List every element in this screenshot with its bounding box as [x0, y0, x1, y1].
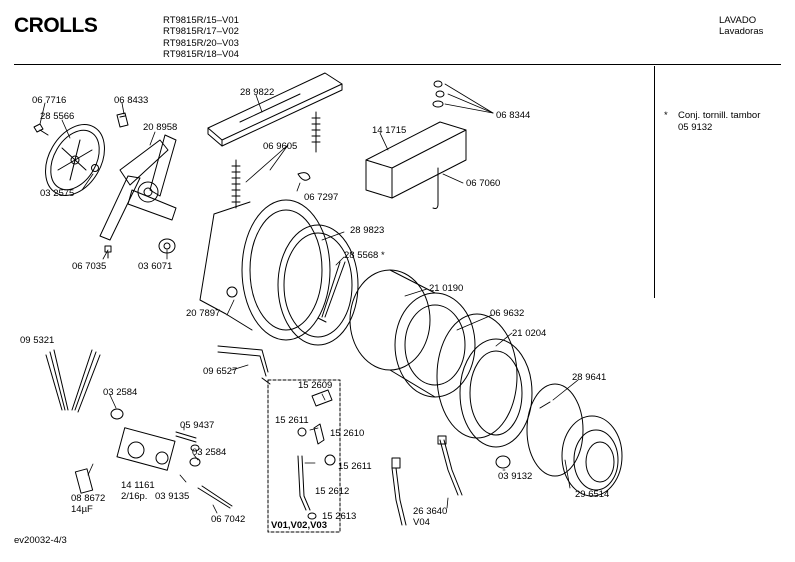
door-seal [561, 415, 623, 497]
part-label: 03 2584 [192, 447, 226, 458]
model-list: RT9815R/15–V01 RT9815R/17–V02 RT9815R/20… [163, 15, 239, 60]
clamp-ring [526, 383, 584, 477]
part-label: 2/16p. [121, 491, 147, 502]
part-label: 14µF [71, 504, 93, 515]
part-label: 15 2612 [315, 486, 349, 497]
brand-logo: CROLLS [14, 14, 98, 37]
variant-box [267, 379, 341, 533]
counterweight-block [365, 121, 467, 199]
part-label: 06 8344 [496, 110, 530, 121]
part-label: 03 9135 [155, 491, 189, 502]
variant-parts [297, 389, 336, 520]
part-label: 06 7297 [304, 192, 338, 203]
springs [231, 111, 321, 209]
screw [33, 123, 49, 136]
part-label: 03 2584 [103, 387, 137, 398]
part-label: 15 2613 [322, 511, 356, 522]
part-label: 14 1715 [372, 125, 406, 136]
part-label: 28 9641 [572, 372, 606, 383]
model-code: RT9815R/20–V03 [163, 37, 239, 49]
part-label: 06 7035 [72, 261, 106, 272]
part-label: 20 8958 [143, 122, 177, 133]
drum [349, 269, 476, 398]
footnote-part-number: 05 9132 [678, 121, 713, 133]
bolt [104, 245, 112, 259]
tub-rear [199, 199, 331, 341]
part-label: 06 7716 [32, 95, 66, 106]
part-label: 06 9632 [490, 308, 524, 319]
drawing-reference: ev20032-4/3 [14, 535, 67, 546]
drive-pulley [45, 124, 105, 196]
bushing [158, 238, 176, 254]
shock-absorber [391, 457, 407, 526]
drum-spider [99, 134, 177, 241]
long-bolt [197, 485, 233, 509]
part-label: 26 3640 [413, 506, 447, 517]
drive-belt [45, 349, 101, 413]
capacitor [74, 468, 94, 494]
part-label: 15 2611 [338, 461, 372, 472]
model-code: RT9815R/18–V04 [163, 48, 239, 60]
variant-label: V01,V02,V03 [271, 520, 327, 531]
hook-bolt [432, 167, 439, 209]
part-label: 21 0190 [429, 283, 463, 294]
pump-motor [116, 427, 176, 471]
part-label: 06 7042 [211, 514, 245, 525]
part-label: 29 6514 [575, 489, 609, 500]
part-label: 28 9822 [240, 87, 274, 98]
footnote-description: Conj. tornill. tambor [678, 110, 761, 121]
part-label: 03 2575 [40, 188, 74, 199]
part-label: 03 6071 [138, 261, 172, 272]
part-label: 03 9132 [498, 471, 532, 482]
part-label: 09 5321 [20, 335, 54, 346]
hook-clip [297, 172, 311, 181]
part-label: V04 [413, 517, 430, 528]
model-code: RT9815R/17–V02 [163, 26, 239, 38]
part-label: 28 5568 * [344, 250, 385, 261]
clamp-rod [317, 261, 346, 323]
part-label: 06 9605 [263, 141, 297, 152]
nut [495, 455, 511, 469]
seal-ring [277, 224, 359, 346]
part-label: 15 2611 [275, 415, 309, 426]
part-label: 08 8672 [71, 493, 105, 504]
leader-lines [39, 83, 579, 514]
washer [91, 164, 99, 172]
part-label: 14 1161 [121, 480, 155, 491]
note-divider [654, 66, 655, 298]
part-label: 15 2610 [330, 428, 364, 439]
part-label: 05 9437 [180, 420, 214, 431]
part-label: 06 7060 [466, 178, 500, 189]
heater-element [217, 345, 271, 385]
part-label: 28 9823 [350, 225, 384, 236]
part-label: 28 5566 [40, 111, 74, 122]
footnote-asterisk: * [664, 110, 668, 121]
spring-clip [539, 401, 551, 409]
category-subtitle: Lavadoras [719, 26, 764, 38]
category-title: LAVADO [719, 15, 757, 26]
header-divider [14, 64, 781, 65]
part-label: 21 0204 [512, 328, 546, 339]
category-block: LAVADO Lavadoras [719, 15, 763, 38]
part-label: 20 7897 [186, 308, 220, 319]
top-bracket [207, 72, 343, 147]
terminal-strip [175, 431, 197, 443]
model-code: RT9815R/15–V01 [163, 15, 239, 26]
part-label: 09 6527 [203, 366, 237, 377]
small-cap [110, 408, 201, 467]
part-label: 06 8433 [114, 95, 148, 106]
shock-absorber [437, 435, 463, 496]
bracket-clip [116, 112, 129, 128]
part-label: 15 2609 [298, 380, 332, 391]
nuts-washers [432, 80, 445, 108]
tub-front [436, 313, 533, 448]
